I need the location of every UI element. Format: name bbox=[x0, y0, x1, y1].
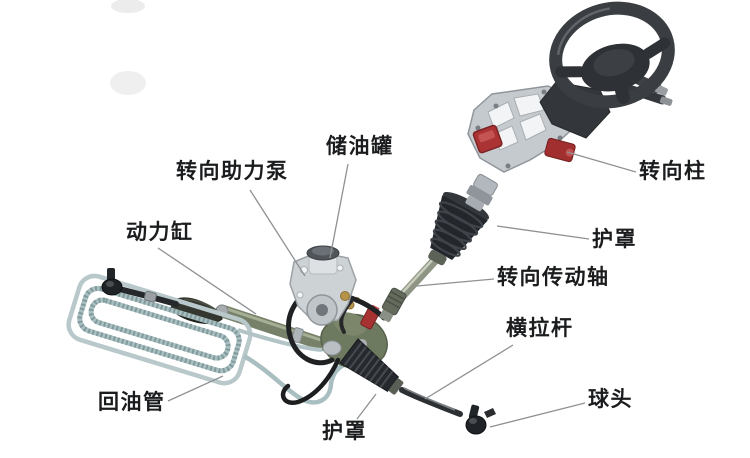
left-tie-rod-end bbox=[101, 268, 123, 296]
leader-line-oil-reservoir bbox=[329, 163, 349, 259]
leader-lines bbox=[157, 151, 637, 428]
leader-line-steering-drive-shaft bbox=[416, 278, 495, 287]
ball-joint-part bbox=[465, 404, 496, 435]
leader-line-tie-rod bbox=[424, 344, 514, 400]
upper-universal-joint bbox=[465, 173, 498, 212]
leader-line-ball-joint bbox=[489, 402, 586, 428]
leader-line-power-cylinder bbox=[157, 247, 257, 315]
leader-line-boot-upper bbox=[496, 225, 590, 240]
power-steering-pump-assembly bbox=[289, 251, 357, 326]
upper-shaft-boot-icon bbox=[428, 191, 489, 266]
column-red-clamp bbox=[472, 124, 503, 154]
leader-line-steering-column bbox=[566, 151, 637, 173]
leader-line-boot-lower bbox=[356, 393, 377, 420]
right-tie-rod bbox=[399, 387, 463, 417]
return-oil-pipe-coil bbox=[66, 273, 253, 386]
column-red-lock bbox=[544, 137, 576, 163]
oil-reservoir-part bbox=[306, 245, 340, 275]
background-smudges bbox=[110, 0, 146, 95]
steering-drive-shaft-part bbox=[397, 253, 442, 301]
steering-wheel-icon bbox=[549, 1, 675, 109]
return-pipe-extensions bbox=[237, 328, 357, 405]
spline-joint bbox=[379, 287, 407, 323]
leader-line-power-steering-pump bbox=[249, 189, 306, 277]
leader-line-return-oil-pipe bbox=[167, 375, 224, 402]
lower-rack-boot-icon bbox=[339, 338, 404, 395]
